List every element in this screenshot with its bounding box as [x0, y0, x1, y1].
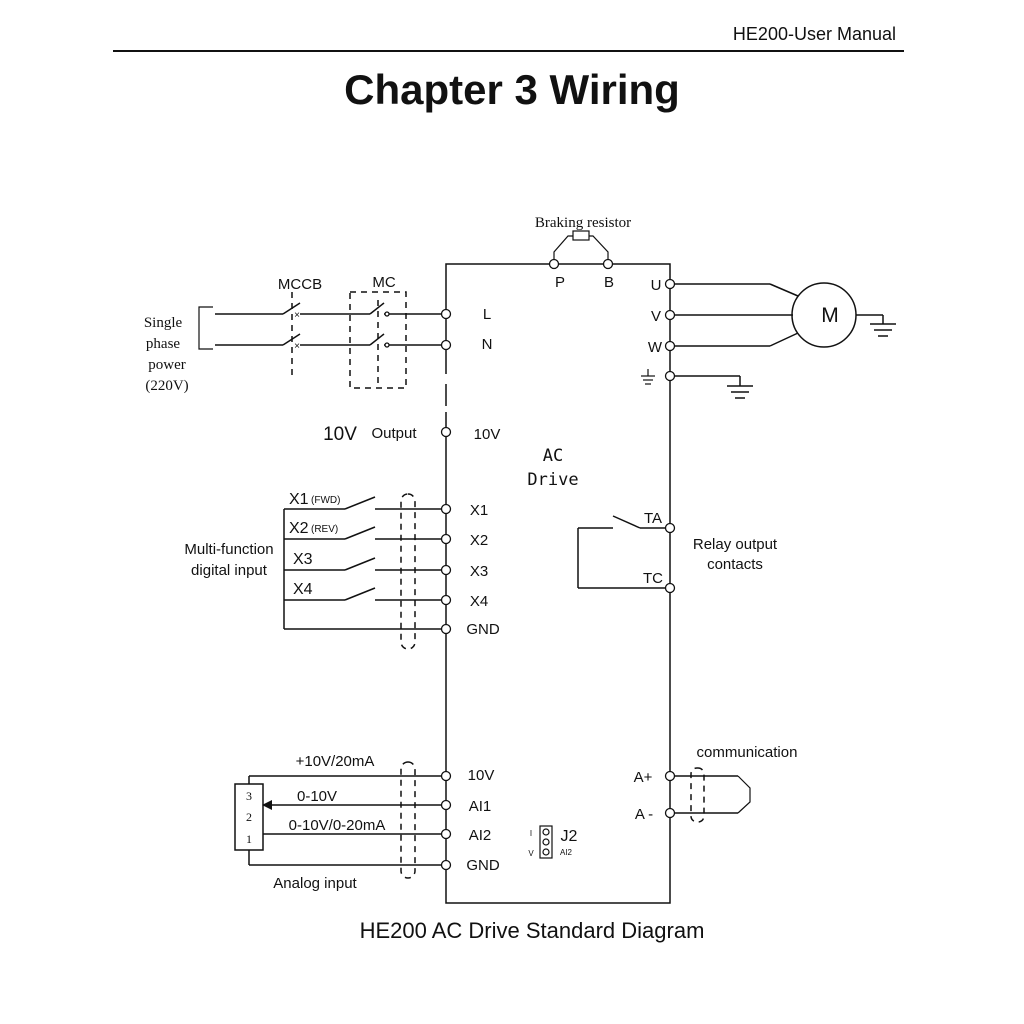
motor-wiring [641, 282, 896, 399]
terminal-pe [664, 370, 676, 382]
analog-input-wiring [234, 761, 441, 879]
terminal-n [440, 339, 452, 351]
x2-ext-sub: (REV) [311, 524, 338, 535]
braking-resistor [553, 230, 609, 262]
terminal-x2 [440, 533, 452, 545]
chapter-title: Chapter 3 Wiring [344, 66, 680, 113]
x1-ext-sub: (FWD) [311, 495, 340, 506]
terminal-a-minus [664, 807, 676, 819]
output-label: Output [371, 425, 417, 442]
drive-label-2: Drive [527, 470, 578, 490]
j2-jumper [539, 825, 553, 859]
terminal-n-label: N [482, 336, 493, 353]
communication-wiring [675, 767, 751, 823]
mc-label: MC [372, 274, 395, 291]
terminal-ai2-label: AI2 [469, 827, 492, 844]
terminal-b-label: B [604, 274, 614, 291]
terminal-w [664, 340, 676, 352]
terminal-tc [664, 582, 676, 594]
terminal-x4-label: X4 [470, 593, 488, 610]
relay-label-2: contacts [707, 556, 763, 573]
terminal-a-plus [664, 770, 676, 782]
terminal-b [602, 258, 614, 270]
analog-input-label: Analog input [273, 875, 357, 892]
j2-v-label: V [528, 849, 534, 858]
x1-ext-label: X1 [289, 491, 309, 508]
mccb-label: MCCB [278, 276, 322, 293]
svg-text:×: × [294, 341, 300, 352]
terminal-x3 [440, 564, 452, 576]
terminal-p [548, 258, 560, 270]
pot-pin-2: 2 [246, 810, 252, 824]
terminal-ta [664, 522, 676, 534]
terminal-x1-label: X1 [470, 502, 488, 519]
power-label-4: (220V) [145, 378, 188, 394]
multi-function-label-1: Multi-function [184, 541, 273, 558]
terminal-10v-analog-label: 10V [468, 767, 495, 784]
terminal-x1 [440, 503, 452, 515]
terminal-10v-analog [440, 770, 452, 782]
terminal-ai1 [440, 799, 452, 811]
motor-label: M [821, 304, 839, 327]
power-label-2: phase [146, 336, 180, 352]
power-input-wiring: × × [198, 291, 441, 389]
ref-10v-20ma-label: +10V/20mA [296, 753, 375, 770]
page-header: HE200-User Manual [732, 24, 896, 44]
digital-input-wiring [283, 493, 441, 650]
ref-0-10v-label: 0-10V [297, 788, 337, 805]
terminal-a-plus-label: A+ [634, 769, 653, 786]
power-label-1: Single [144, 315, 183, 331]
terminal-ai1-label: AI1 [469, 798, 492, 815]
terminal-a-minus-label: A - [635, 806, 653, 823]
terminal-x4 [440, 594, 452, 606]
braking-resistor-label: Braking resistor [535, 215, 631, 231]
terminal-v [664, 309, 676, 321]
relay-label-1: Relay output [693, 536, 778, 553]
terminal-v-label: V [651, 308, 661, 325]
x4-ext-label: X4 [293, 581, 313, 598]
terminal-10v-label: 10V [474, 426, 501, 443]
drive-label-1: AC [543, 446, 563, 466]
terminal-x3-label: X3 [470, 563, 488, 580]
j2-sub-label: AI2 [560, 848, 573, 857]
output-10v-label: 10V [323, 424, 357, 445]
ref-0-10v-20ma-label: 0-10V/0-20mA [289, 817, 386, 834]
header-rule [113, 50, 904, 52]
x3-ext-label: X3 [293, 551, 313, 568]
x2-ext-label: X2 [289, 520, 309, 537]
terminal-w-label: W [648, 339, 663, 356]
terminal-u-label: U [651, 277, 662, 294]
power-label-3: power [148, 357, 186, 373]
j2-i-label: I [530, 829, 532, 838]
terminal-tc-label: TC [643, 570, 663, 587]
terminal-10v-output [440, 426, 452, 438]
terminal-ai2 [440, 828, 452, 840]
relay-wiring [577, 515, 665, 589]
terminal-gnd-label: GND [466, 621, 500, 638]
svg-text:×: × [294, 310, 300, 321]
figure-caption: HE200 AC Drive Standard Diagram [359, 918, 705, 943]
terminal-x2-label: X2 [470, 532, 488, 549]
terminal-gnd [440, 623, 452, 635]
terminal-p-label: P [555, 274, 565, 291]
terminal-gnd-analog [440, 859, 452, 871]
terminal-ta-label: TA [644, 510, 662, 527]
communication-label: communication [697, 744, 798, 761]
terminal-u [664, 278, 676, 290]
pot-pin-3: 3 [246, 789, 252, 803]
terminal-l [440, 308, 452, 320]
j2-label: J2 [561, 828, 578, 845]
pot-pin-1: 1 [246, 832, 252, 846]
terminal-l-label: L [483, 306, 491, 323]
multi-function-label-2: digital input [191, 562, 268, 579]
terminal-gnd-analog-label: GND [466, 857, 500, 874]
